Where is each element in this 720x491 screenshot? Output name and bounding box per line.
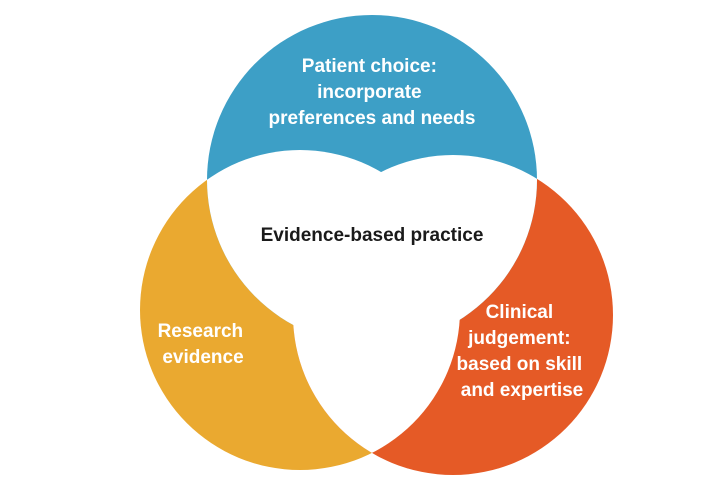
center-label: Evidence-based practice [261, 225, 484, 246]
clinical-judgement-label: Clinical judgement: based on skill and e… [457, 302, 588, 401]
research-evidence-label: Research evidence [158, 321, 249, 368]
patient-choice-label: Patient choice: incorporate preferences … [269, 56, 476, 129]
